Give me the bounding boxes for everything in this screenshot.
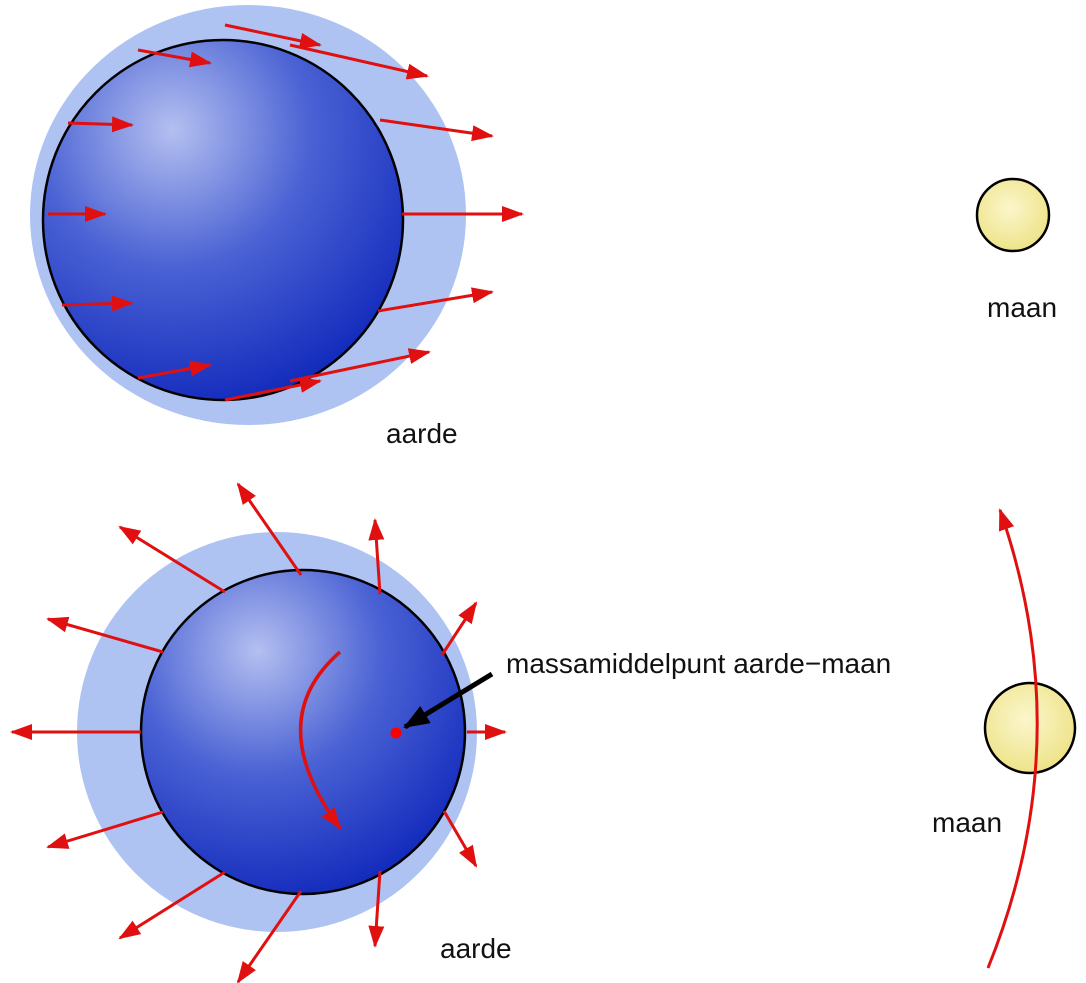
bottom-force-arrow: [118, 870, 226, 940]
top-force-arrow: [289, 348, 431, 383]
top-panel: [30, 5, 1051, 425]
top-tidal-force-arrows: [48, 23, 524, 402]
bottom-force-arrow: [46, 810, 164, 849]
bottom-force-arrow: [442, 810, 478, 868]
top-force-arrow: [61, 295, 134, 312]
earth-rotation-arrow: [298, 650, 342, 830]
top-force-arrow: [379, 118, 494, 142]
top-force-arrow: [67, 116, 134, 133]
top-moon: [975, 177, 1051, 253]
bottom-centrifugal-force-arrows: [10, 482, 507, 983]
top-force-arrow: [137, 48, 212, 68]
top-force-arrow: [377, 287, 494, 313]
bottom-panel: [10, 482, 1077, 983]
top-force-arrow: [289, 43, 429, 80]
bottom-force-arrow: [46, 616, 164, 654]
bottom-moon: [983, 681, 1077, 775]
bottom-moon-label: maan: [932, 807, 1003, 838]
top-earth: [41, 38, 405, 402]
bottom-force-arrow: [368, 518, 385, 595]
bottom-force-arrow: [118, 525, 226, 594]
bottom-earth-label: aarde: [440, 933, 512, 964]
bottom-force-arrow: [236, 890, 303, 983]
top-force-arrow: [224, 377, 322, 402]
bottom-earth: [139, 568, 467, 896]
bottom-force-arrow: [440, 601, 478, 656]
top-moon-label: maan: [987, 292, 1058, 323]
moon-orbit-arrow: [986, 508, 1039, 969]
barycenter-pointer-arrow: [403, 671, 494, 730]
top-earth-label: aarde: [386, 418, 458, 449]
barycenter-dot: [390, 727, 402, 739]
top-force-arrow: [137, 360, 212, 380]
bottom-force-arrow: [236, 482, 303, 576]
top-force-arrow: [224, 23, 322, 49]
bottom-force-arrow: [368, 870, 385, 948]
barycenter-label: massamiddelpunt aarde−maan: [506, 648, 892, 679]
